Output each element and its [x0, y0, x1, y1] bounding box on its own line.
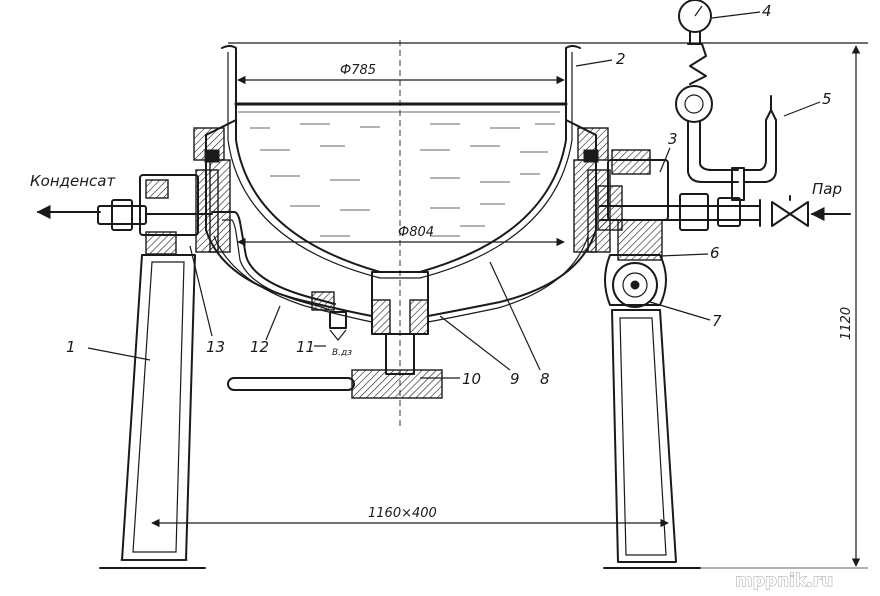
- steam-valve: [759, 195, 809, 227]
- callout-7: 7: [712, 312, 722, 330]
- callout-3: 3: [668, 130, 678, 148]
- left-trunnion: [97, 174, 213, 255]
- drain-tube: [211, 211, 336, 305]
- watermark: mppnik.ru: [735, 571, 833, 591]
- dim-785-text: Ф785: [340, 63, 376, 78]
- callout-9: 9: [510, 370, 520, 388]
- left-stand: [99, 254, 206, 569]
- kettle-bowl: [221, 45, 581, 279]
- dim-1120-text: 1120: [839, 307, 854, 340]
- callout-5: 5: [822, 90, 832, 108]
- dimension-1120: [700, 45, 868, 569]
- right-stand: [603, 309, 701, 569]
- callout-2: 2: [616, 50, 626, 68]
- tilt-gear: [604, 254, 667, 308]
- dim-804-text: Ф804: [398, 225, 434, 240]
- small-mark: В.дз: [332, 348, 352, 358]
- callout-1: 1: [66, 338, 76, 356]
- dim-1160-text: 1160×400: [368, 506, 437, 521]
- safety-pipe: [743, 95, 777, 183]
- callout-11: 11: [296, 338, 315, 356]
- valve-11: [329, 311, 347, 341]
- callout-8: 8: [540, 370, 550, 388]
- pressure-gauge: [675, 0, 745, 201]
- bottom-outlet: [227, 271, 443, 399]
- steam-label: Пар: [812, 180, 842, 198]
- left-flange: [193, 127, 231, 253]
- callout-6: 6: [710, 244, 720, 262]
- callout-10: 10: [462, 370, 481, 388]
- liquid: [234, 102, 568, 237]
- callout-12: 12: [250, 338, 269, 356]
- callout-13: 13: [206, 338, 225, 356]
- drain-valve: [311, 291, 335, 311]
- leader-lines: [87, 11, 821, 379]
- right-trunnion: [597, 149, 761, 261]
- callout-4: 4: [762, 2, 772, 20]
- condensate-label: Конденсат: [30, 172, 116, 190]
